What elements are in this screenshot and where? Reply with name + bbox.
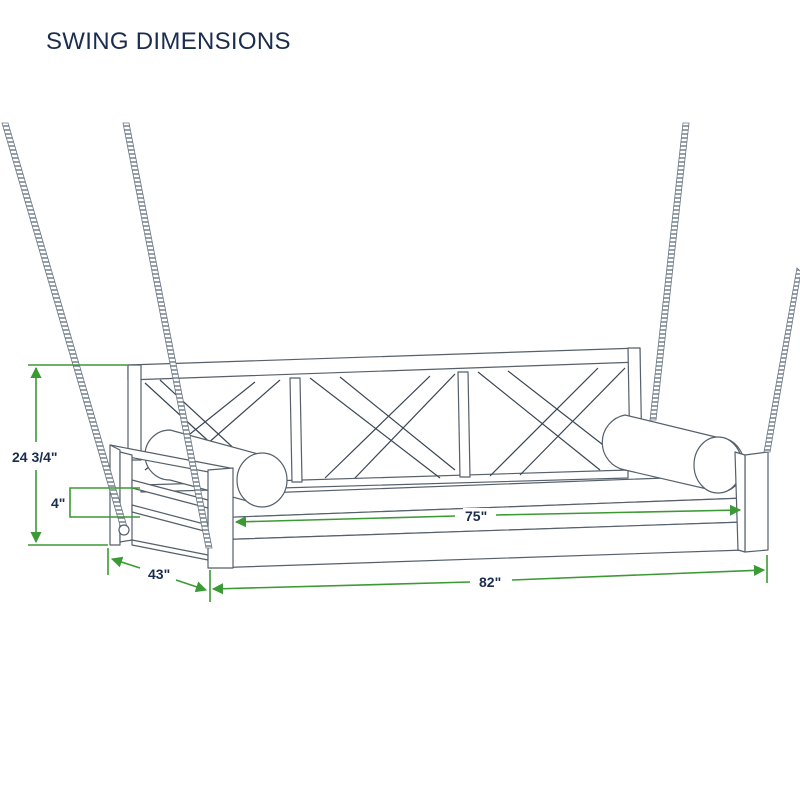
right-bolster-pillow: [601, 414, 745, 494]
dimension-label-overall-height: 24 3/4": [10, 449, 60, 465]
rope-front-left: [1, 122, 129, 533]
right-post: [734, 451, 769, 553]
dimension-label-overall-width: 82": [477, 574, 504, 590]
ropes: [1, 122, 800, 549]
rope-back-right: [649, 122, 690, 421]
left-arm: [109, 444, 234, 569]
rope-back-left: [122, 122, 213, 549]
dimension-label-interior-width: 75": [463, 508, 490, 524]
dimension-label-seat-depth: 43": [146, 566, 173, 582]
page-title: SWING DIMENSIONS: [46, 28, 291, 55]
rope-front-right: [763, 267, 800, 453]
dimension-label-cushion-thickness: 4": [49, 495, 68, 511]
